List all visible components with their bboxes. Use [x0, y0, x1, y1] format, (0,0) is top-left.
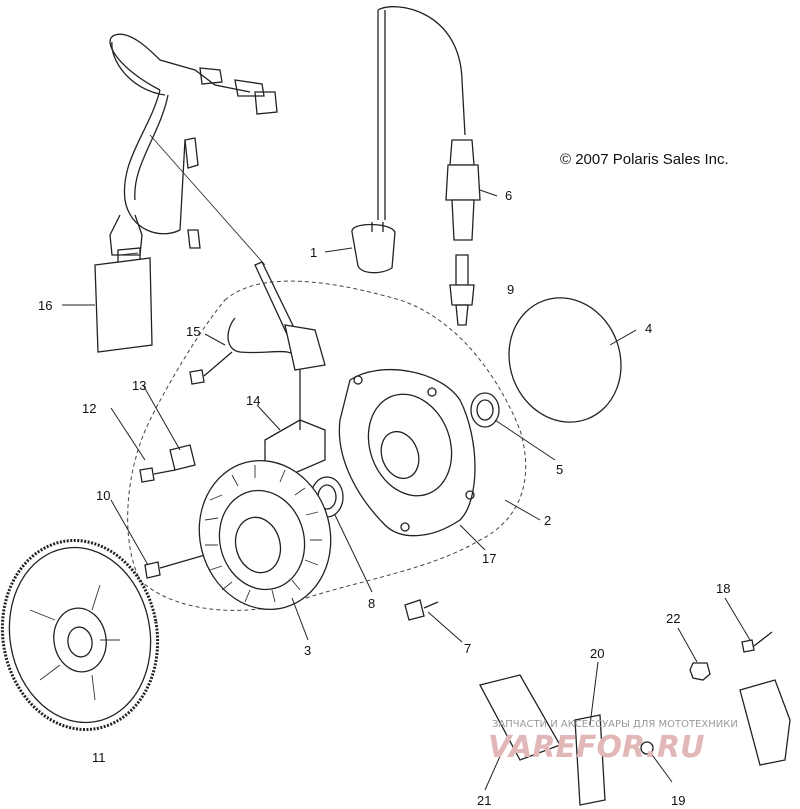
oil-seal-drawing	[310, 392, 500, 518]
callout-9: 9	[507, 282, 514, 297]
stator-rotor-drawing	[198, 459, 332, 611]
flywheel-drawing	[0, 538, 160, 732]
cdi-box-drawing	[94, 247, 153, 353]
callout-3: 3	[304, 643, 311, 658]
callout-19: 19	[671, 793, 685, 808]
watermark-site: VAREFOR.RU	[488, 730, 705, 765]
callout-12: 12	[82, 401, 96, 416]
ignition-coil-drawing	[351, 6, 466, 274]
callout-labels: 1 2 3 4 5 6 7 8 9 10 11 12 13 14 15 16 1…	[38, 188, 730, 808]
callout-14: 14	[246, 393, 260, 408]
callout-11: 11	[92, 750, 106, 765]
leader-lines	[62, 189, 751, 791]
callout-15: 15	[186, 324, 200, 339]
callout-18: 18	[716, 581, 730, 596]
callout-16: 16	[38, 298, 52, 313]
callout-10: 10	[96, 488, 110, 503]
copyright-text: © 2007 Polaris Sales Inc.	[560, 151, 729, 168]
watermark: ЗАПЧАСТИ И АКСЕССУАРЫ ДЛЯ МОТОТЕХНИКИ VA…	[488, 719, 738, 765]
pickup-drawing	[189, 317, 326, 476]
callout-6: 6	[505, 188, 512, 203]
callout-20: 20	[590, 646, 604, 661]
callout-5: 5	[556, 462, 563, 477]
watermark-caption: ЗАПЧАСТИ И АКСЕССУАРЫ ДЛЯ МОТОТЕХНИКИ	[492, 719, 738, 730]
bracket-parts-drawing	[479, 674, 791, 806]
spark-plug-drawing	[445, 139, 481, 326]
screws-drawing	[139, 444, 439, 621]
callout-17: 17	[482, 551, 496, 566]
callout-7: 7	[464, 641, 471, 656]
callout-4: 4	[645, 321, 652, 336]
callout-2: 2	[544, 513, 551, 528]
callout-13: 13	[132, 378, 146, 393]
stator-cover-outline	[127, 280, 527, 611]
callout-21: 21	[477, 793, 491, 808]
bolt-and-nut-drawing	[689, 631, 773, 681]
callout-8: 8	[368, 596, 375, 611]
callout-22: 22	[666, 611, 680, 626]
stator-plate-drawing	[338, 368, 476, 537]
callout-1: 1	[310, 245, 317, 260]
